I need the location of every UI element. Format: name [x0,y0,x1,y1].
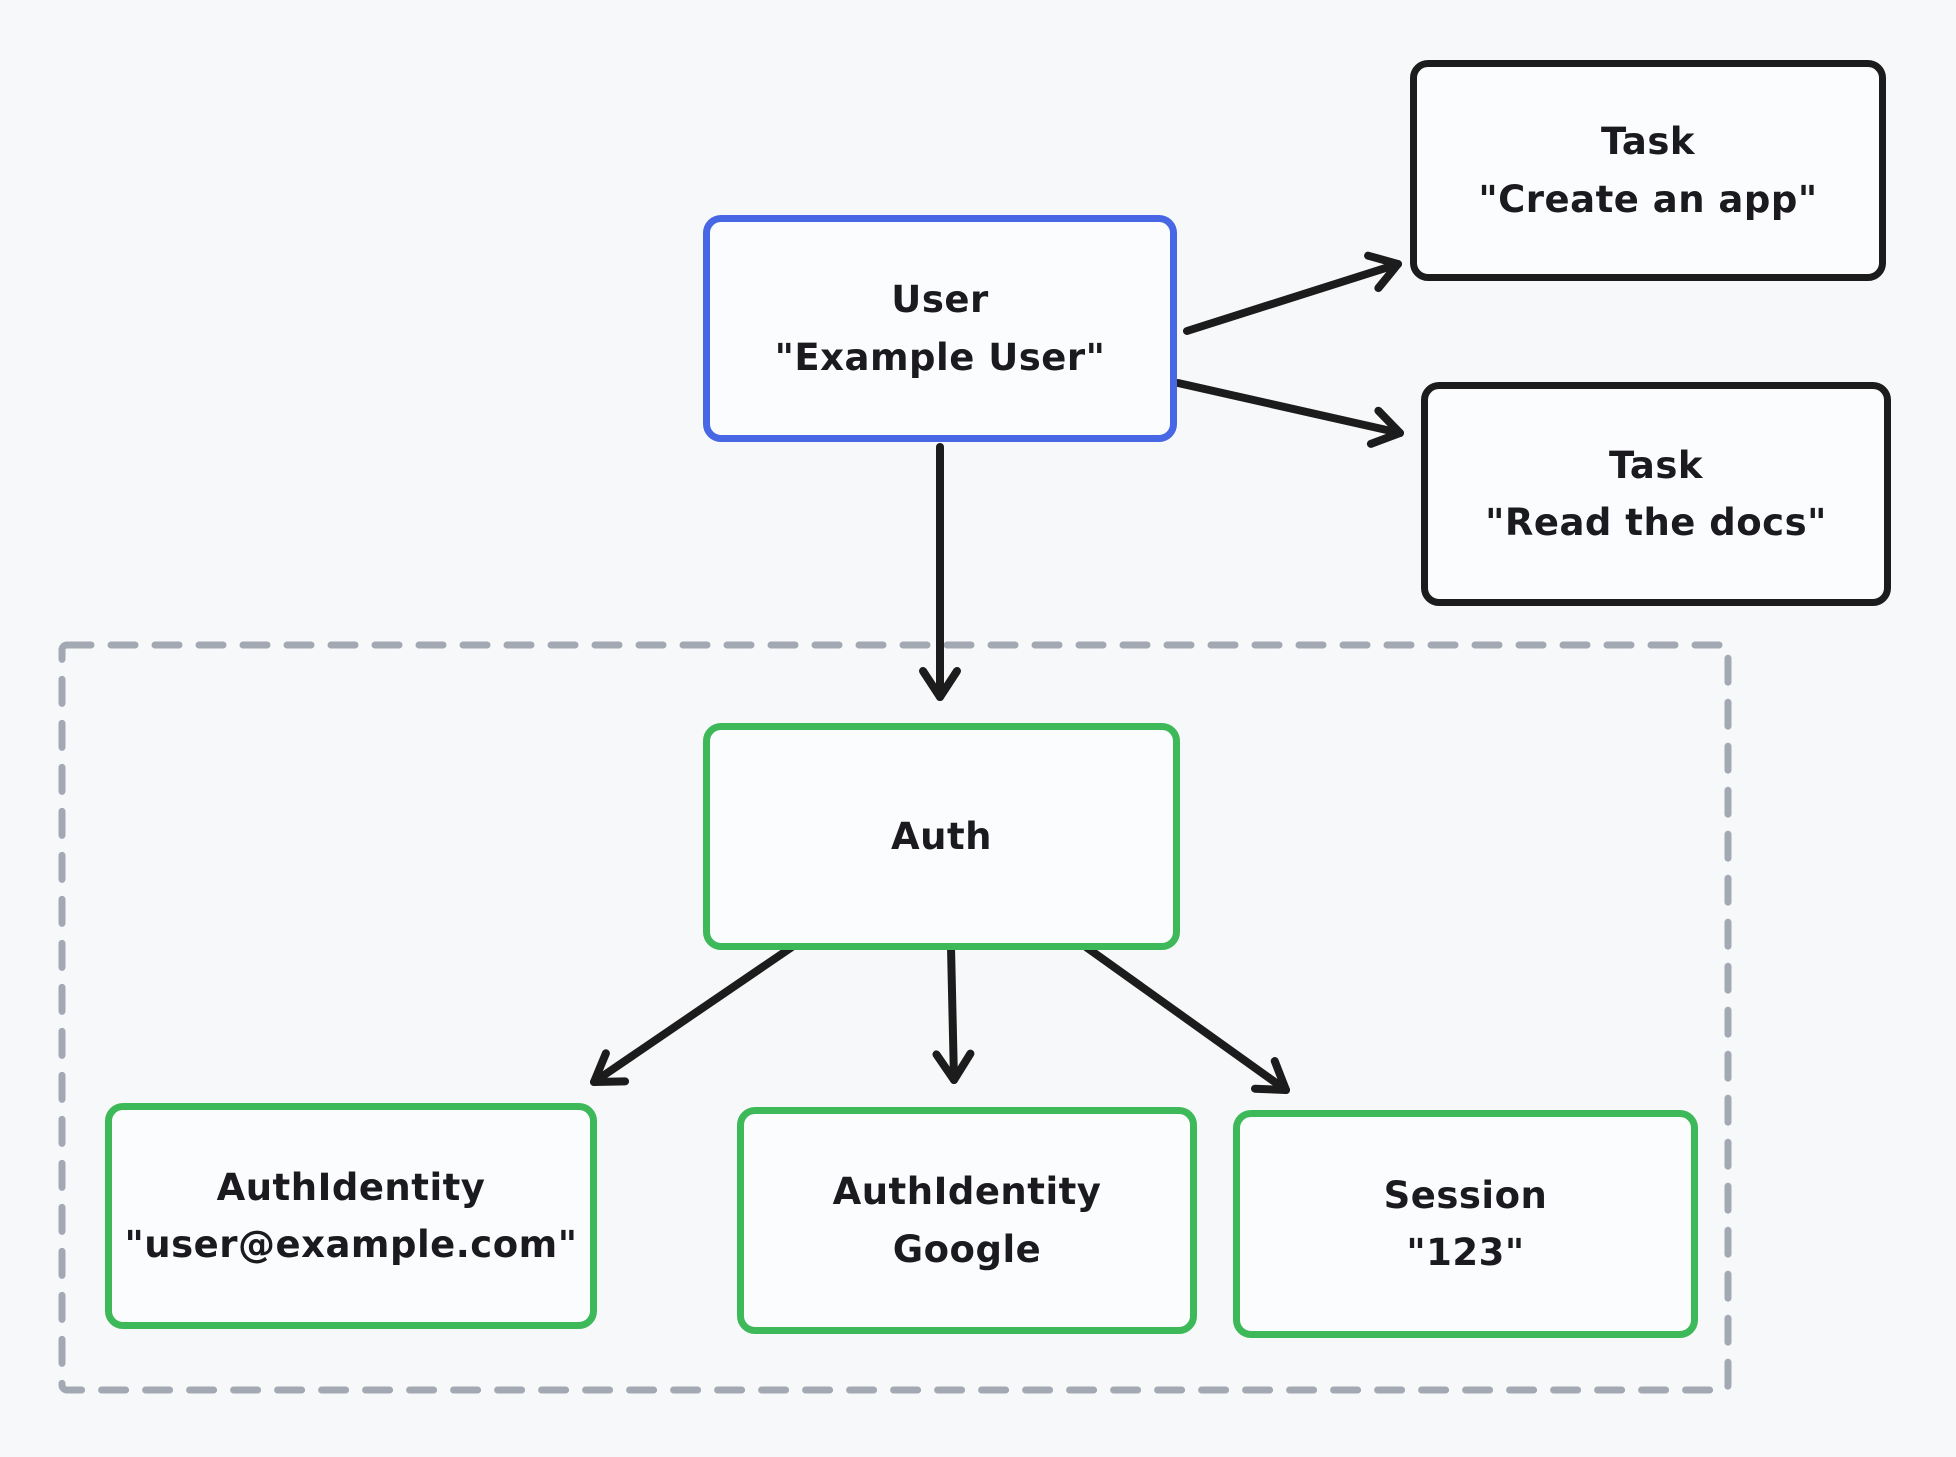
node-session: Session "123" [1233,1110,1698,1338]
node-label-line: "Create an app" [1478,177,1818,221]
node-label-line: AuthIdentity [216,1165,486,1209]
node-label-line: AuthIdentity [832,1170,1102,1214]
edge-user-to-task-create [1183,251,1402,335]
node-user: User "Example User" [703,215,1177,442]
edge-user-to-task-read [1174,379,1404,448]
node-authidentity-google: AuthIdentity Google [737,1107,1197,1334]
edge-auth-to-authidentity-google [932,943,975,1084]
edge-auth-to-authidentity-email [590,943,796,1086]
node-label-line: "Read the docs" [1485,501,1827,544]
auth-group-outline [58,641,1732,1394]
node-label-line: Task [1600,120,1696,164]
node-label-line: Google [892,1227,1042,1271]
node-label-line: User [891,278,989,322]
node-label-line: Task [1608,443,1704,487]
node-label-line: "user@example.com" [124,1223,578,1266]
node-label-line: Auth [890,814,992,858]
edge-auth-to-session [1082,943,1290,1094]
node-label-line: Session [1383,1173,1548,1217]
node-task-create-an-app: Task "Create an app" [1410,60,1886,281]
node-auth: Auth [703,723,1180,950]
node-label-line: "123" [1406,1231,1525,1274]
node-task-read-the-docs: Task "Read the docs" [1421,382,1891,606]
node-label-line: "Example User" [774,335,1106,379]
node-authidentity-email: AuthIdentity "user@example.com" [105,1103,597,1329]
